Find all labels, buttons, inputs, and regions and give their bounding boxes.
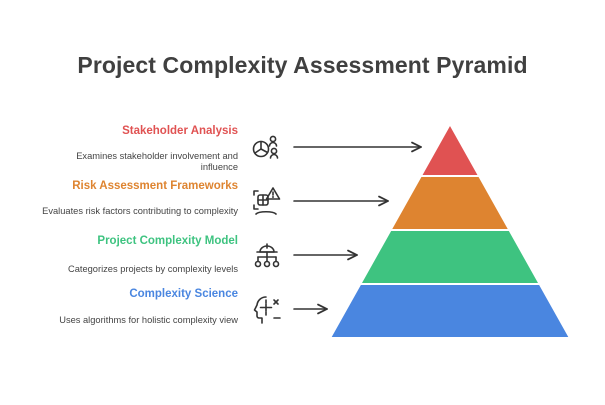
page-title: Project Complexity Assessment Pyramid — [77, 52, 528, 78]
level-3-description: Categorizes projects by complexity level… — [68, 264, 238, 274]
hierarchy-model-icon — [252, 240, 282, 270]
level-1-description: Examines stakeholder involvement and inf… — [76, 151, 238, 172]
level-4-label: Complexity Science — [129, 288, 238, 300]
level-3-label: Project Complexity Model — [97, 235, 238, 247]
pyramid-tier-3 — [358, 229, 542, 285]
level-2-label: Risk Assessment Frameworks — [72, 180, 238, 192]
pyramid-tier-2 — [388, 175, 512, 231]
level-4-description: Uses algorithms for holistic complexity … — [59, 315, 238, 325]
pyramid-tier-4 — [328, 283, 572, 339]
risk-warning-icon — [251, 186, 281, 216]
level-2-description: Evaluates risk factors contributing to c… — [42, 206, 238, 216]
pyramid-tier-1 — [419, 121, 481, 177]
brain-algorithm-icon — [252, 294, 282, 324]
level-1-label: Stakeholder Analysis — [122, 125, 238, 137]
stakeholder-chart-icon — [251, 132, 281, 162]
